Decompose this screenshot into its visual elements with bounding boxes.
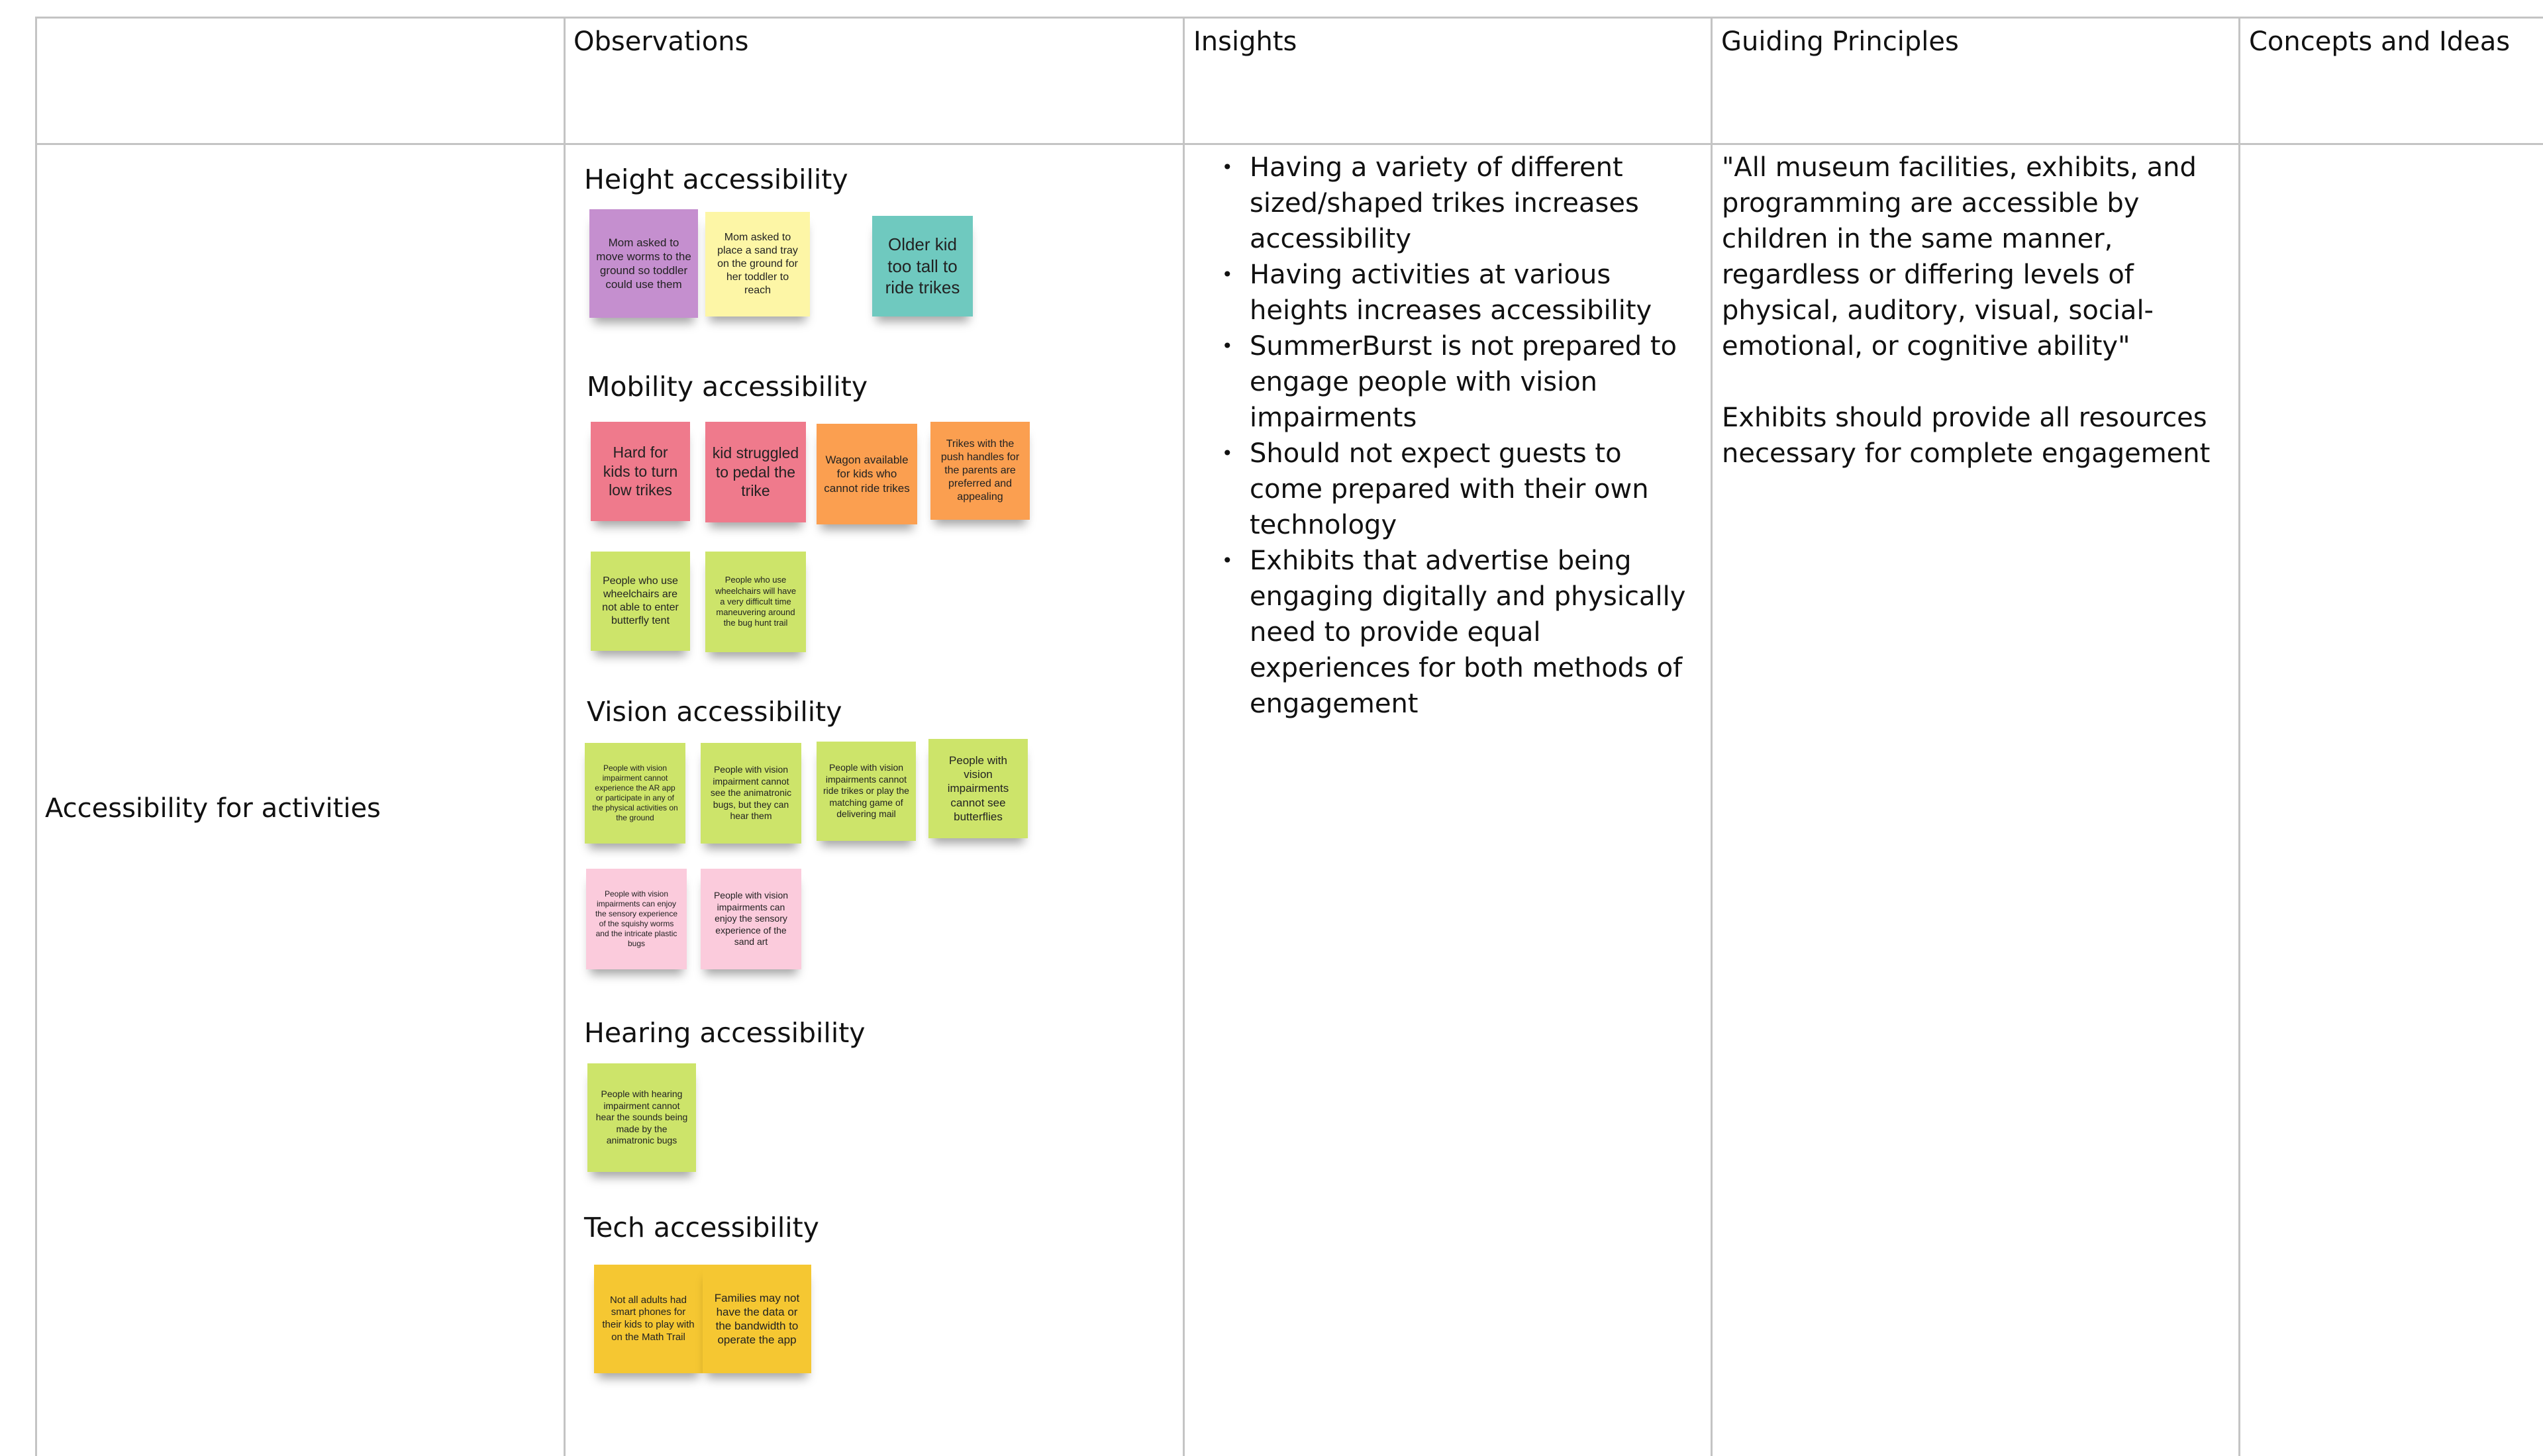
sticky-note[interactable]: People with vision impairments cannot ri… <box>817 742 916 841</box>
sticky-note[interactable]: People with vision impairment cannot see… <box>701 743 801 844</box>
column-divider <box>35 17 37 1456</box>
group-title-tech[interactable]: Tech accessibility <box>584 1212 819 1243</box>
sticky-note[interactable]: Mom asked to place a sand tray on the gr… <box>705 212 810 316</box>
insight-item: Exhibits that advertise being engaging d… <box>1222 543 1699 722</box>
table-top-border <box>36 17 2543 19</box>
sticky-note[interactable]: Not all adults had smart phones for thei… <box>594 1265 703 1373</box>
sticky-note[interactable]: Trikes with the push handles for the par… <box>930 422 1030 520</box>
sticky-note[interactable]: kid struggled to pedal the trike <box>705 422 806 522</box>
insight-item: SummerBurst is not prepared to engage pe… <box>1222 328 1699 436</box>
sticky-note[interactable]: Mom asked to move worms to the ground so… <box>589 209 698 318</box>
insights-list[interactable]: Having a variety of different sized/shap… <box>1222 150 1699 722</box>
sticky-note[interactable]: People with vision impairments can enjoy… <box>701 869 801 969</box>
sticky-note[interactable]: Hard for kids to turn low trikes <box>591 422 690 521</box>
column-divider <box>1711 17 1713 1456</box>
header-concepts-and-ideas[interactable]: Concepts and Ideas <box>2249 26 2511 57</box>
group-title-height[interactable]: Height accessibility <box>584 164 848 195</box>
principle-paragraph: "All museum facilities, exhibits, and pr… <box>1722 152 2197 362</box>
insight-item: Having activities at various heights inc… <box>1222 257 1699 328</box>
insight-item: Having a variety of different sized/shap… <box>1222 150 1699 257</box>
sticky-note[interactable]: People with hearing impairment cannot he… <box>587 1063 696 1172</box>
insight-item: Should not expect guests to come prepare… <box>1222 436 1699 543</box>
header-observations[interactable]: Observations <box>573 26 749 57</box>
sticky-note[interactable]: People who use wheelchairs are not able … <box>591 552 690 651</box>
group-title-vision[interactable]: Vision accessibility <box>587 696 842 728</box>
principle-paragraph: Exhibits should provide all resources ne… <box>1722 403 2211 469</box>
sticky-note[interactable]: People who use wheelchairs will have a v… <box>705 552 806 652</box>
sticky-note[interactable]: Older kid too tall to ride trikes <box>872 216 973 316</box>
sticky-note[interactable]: People with vision impairment cannot exp… <box>585 743 685 844</box>
guiding-principles-text[interactable]: "All museum facilities, exhibits, and pr… <box>1722 150 2225 507</box>
sticky-note[interactable]: Families may not have the data or the ba… <box>703 1265 811 1373</box>
column-divider <box>2238 17 2240 1456</box>
header-guiding-principles[interactable]: Guiding Principles <box>1721 26 1959 57</box>
column-divider <box>564 17 566 1456</box>
sticky-note[interactable]: People with vision impairments can enjoy… <box>586 869 687 969</box>
sticky-note[interactable]: Wagon available for kids who cannot ride… <box>817 424 917 524</box>
sticky-note[interactable]: People with vision impairments cannot se… <box>928 739 1028 838</box>
header-row-divider <box>36 143 2543 145</box>
row-label[interactable]: Accessibility for activities <box>45 793 381 824</box>
group-title-hearing[interactable]: Hearing accessibility <box>584 1017 866 1049</box>
group-title-mobility[interactable]: Mobility accessibility <box>587 371 868 403</box>
column-divider <box>1183 17 1185 1456</box>
header-insights[interactable]: Insights <box>1193 26 1297 57</box>
